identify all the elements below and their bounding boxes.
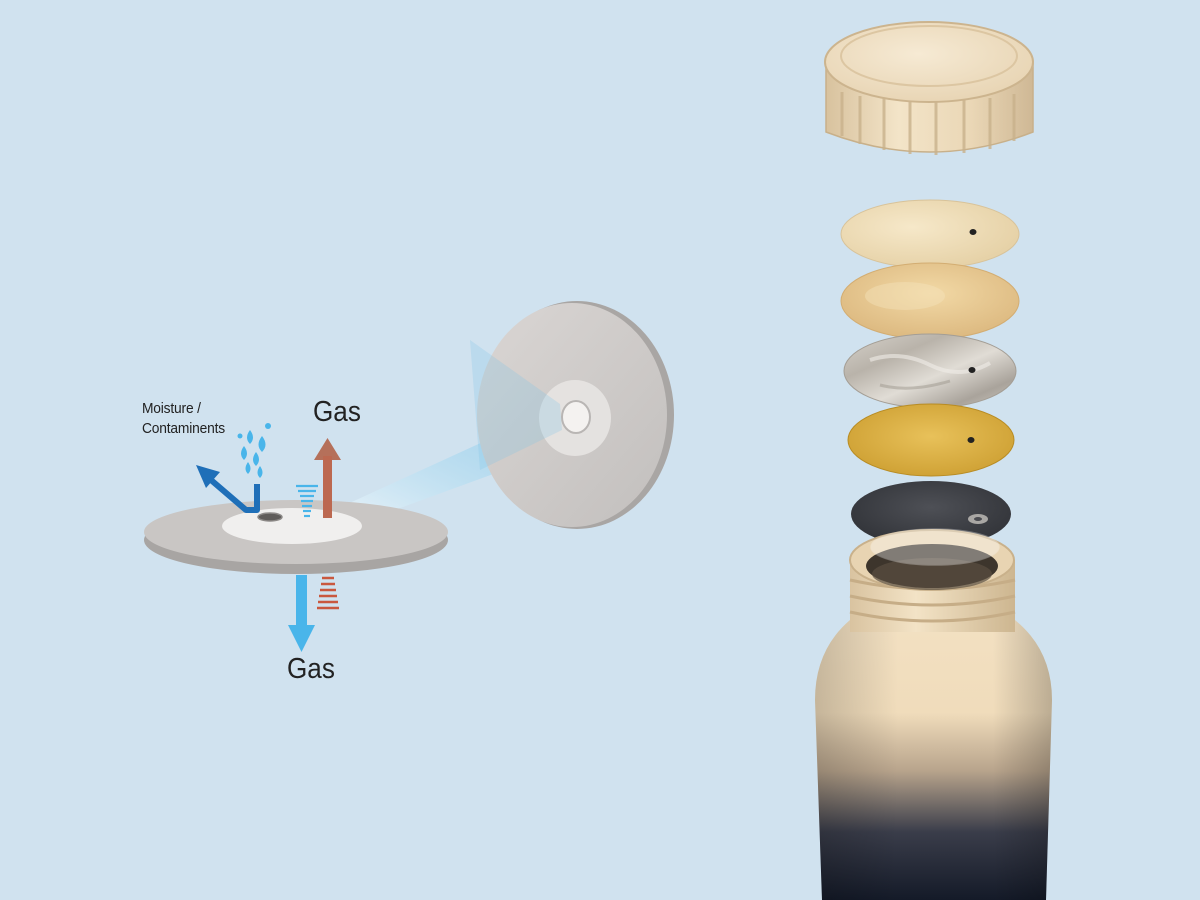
droplets-icon — [237, 423, 271, 478]
contaminant-label-line1: Moisture / — [142, 400, 201, 417]
gas-down-arrow-icon — [288, 575, 315, 652]
filter-layer-gold — [847, 403, 1015, 477]
vent-disc-enlarged — [470, 301, 674, 529]
filter-layer-clear-seal — [870, 528, 1000, 566]
gas-inflow-stripes-icon — [296, 484, 318, 518]
contaminant-arrow-icon — [196, 465, 260, 513]
gas-outflow-stripes-icon — [317, 576, 339, 610]
filter-layer-dark — [851, 481, 1011, 547]
gas-bottom-label: Gas — [287, 653, 335, 685]
bottle — [815, 529, 1052, 900]
gas-top-label: Gas — [313, 396, 361, 428]
filter-layer-cream — [840, 199, 1020, 269]
filter-layer-tan — [840, 262, 1020, 340]
bottle-cap — [824, 21, 1034, 155]
filter-layer-marble — [843, 333, 1017, 409]
gas-up-arrow-icon — [314, 438, 341, 518]
vent-disc-small — [144, 500, 448, 574]
contaminant-label-line2: Contaminents — [142, 420, 225, 437]
